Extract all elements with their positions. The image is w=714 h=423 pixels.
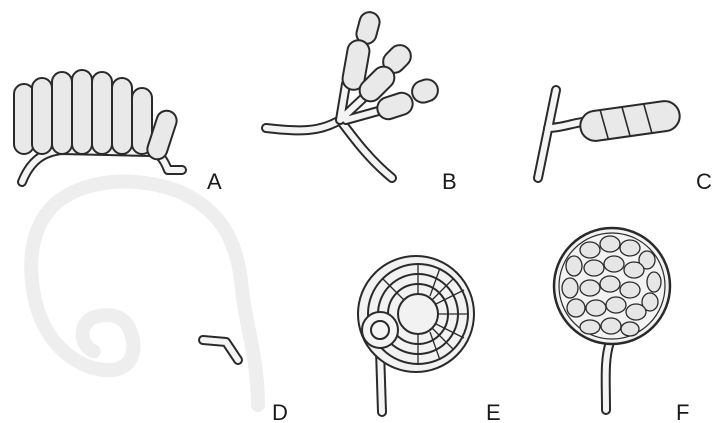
panel-b-label: B (442, 169, 457, 194)
panel-a-drawing (14, 70, 182, 182)
panel-f-drawing (554, 228, 670, 410)
panel-f-label: F (676, 400, 689, 423)
panel-e-label: E (486, 400, 501, 423)
panel-a-cells (14, 70, 179, 162)
panel-d-drawing (31, 182, 258, 405)
panel-a-label: A (207, 169, 222, 194)
panel-c-label: C (696, 169, 712, 194)
panel-e-drawing (358, 256, 474, 412)
panel-b-drawing (266, 10, 441, 178)
panel-c-drawing (538, 90, 682, 178)
panel-c-spore (578, 99, 681, 143)
panel-d-label: D (272, 400, 288, 423)
